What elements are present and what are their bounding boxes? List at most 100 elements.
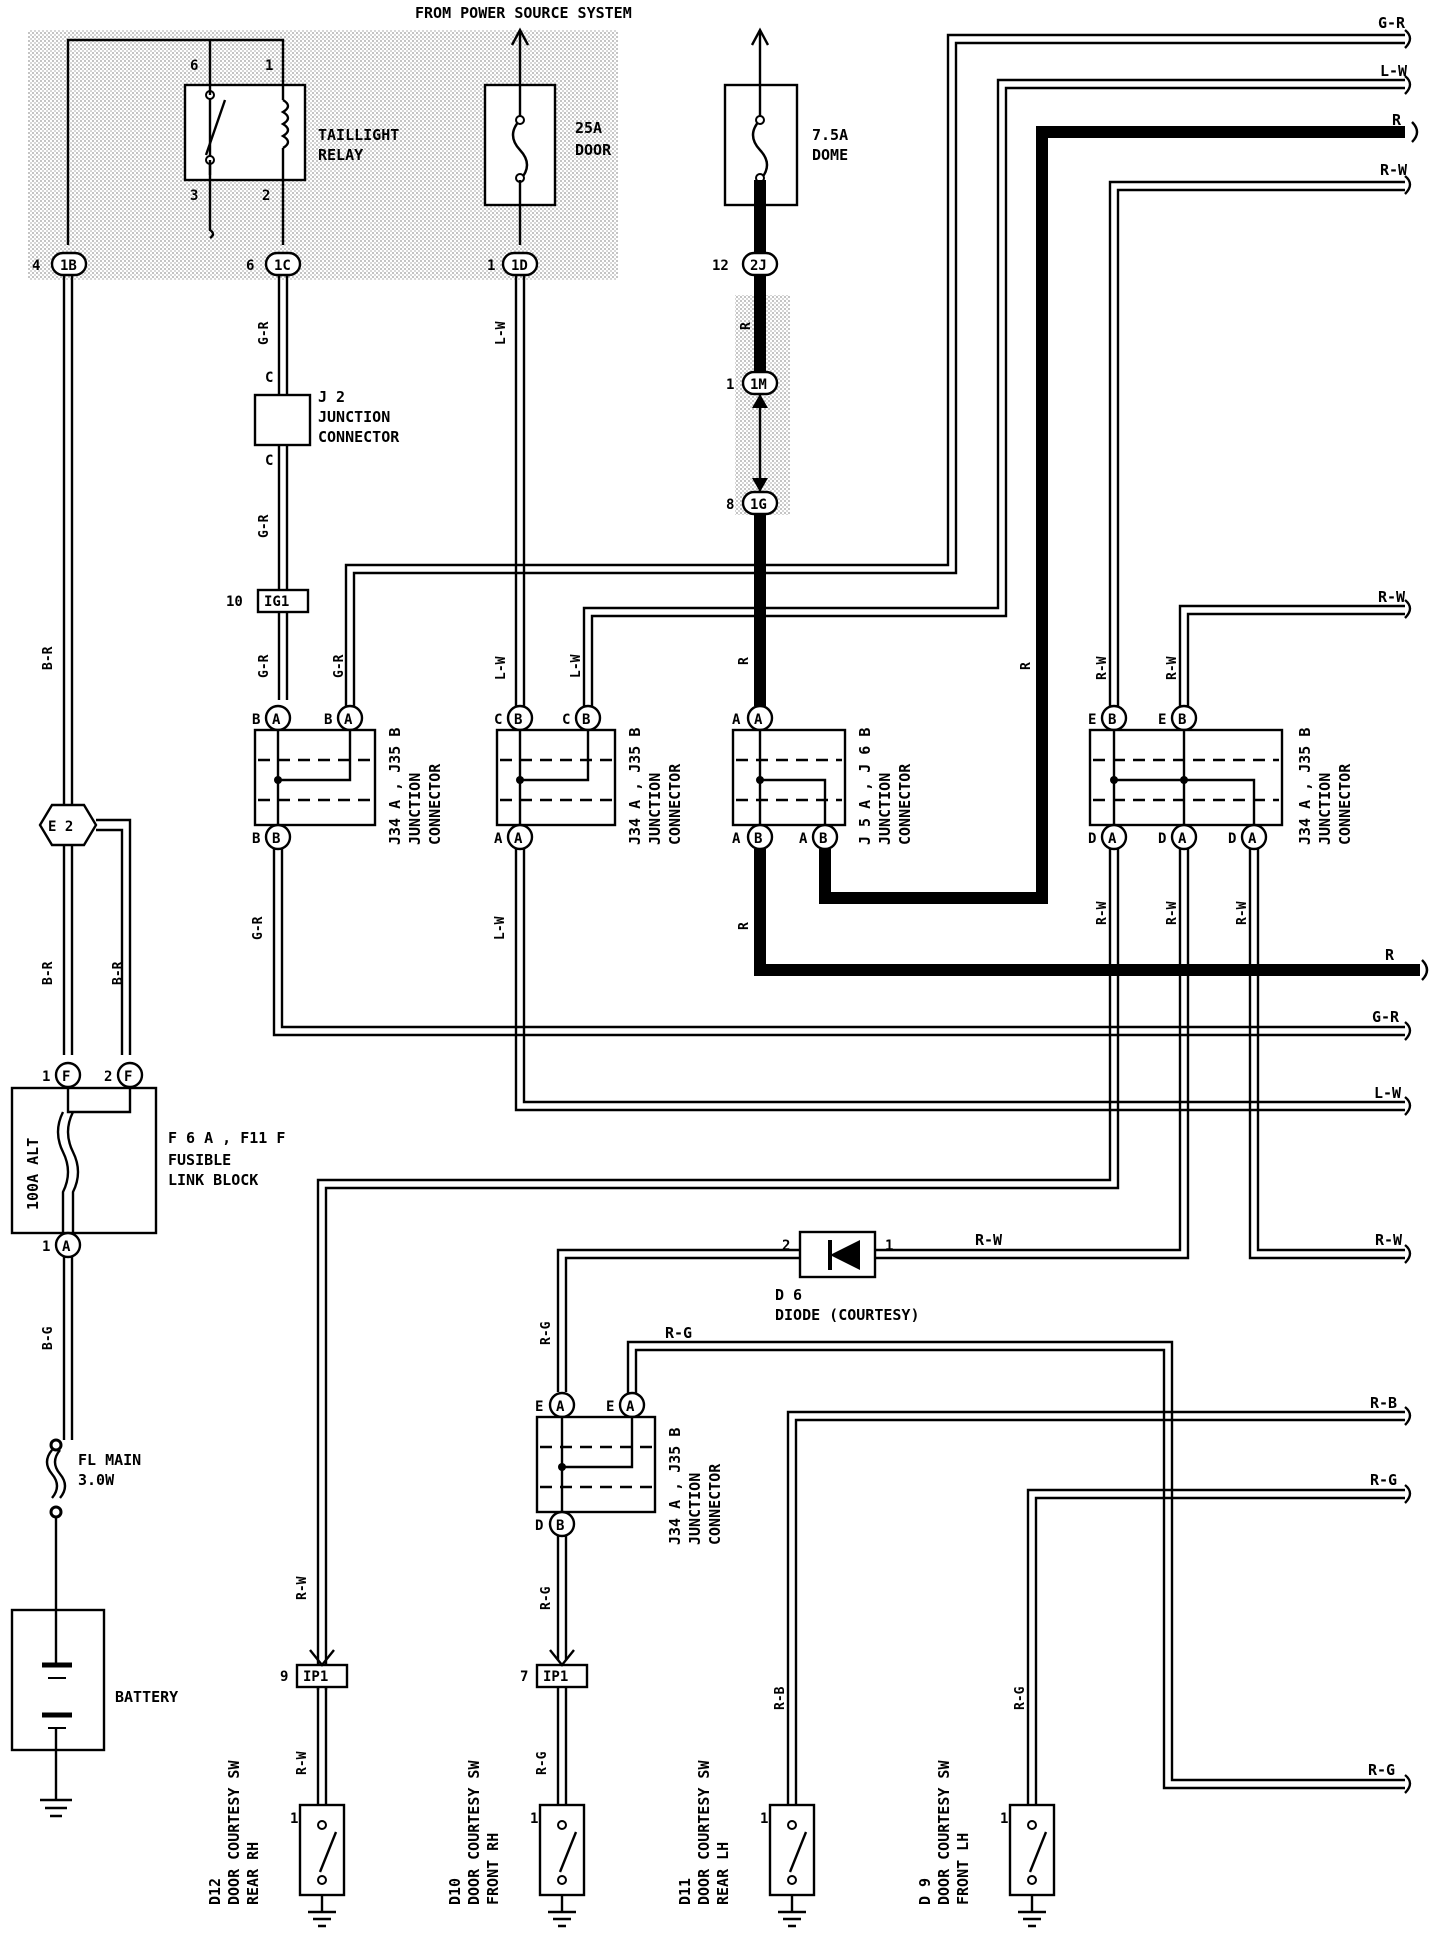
wire-ig1-to-jc1 [277, 612, 289, 700]
svg-text:G-R: G-R [1378, 14, 1406, 32]
svg-text:D: D [1158, 831, 1166, 847]
svg-text:B: B [819, 831, 827, 847]
junction-connector-2: B C B C A A J34 A , J35 B JUNCTION CONNE… [494, 704, 684, 851]
svg-text:A: A [626, 1399, 635, 1415]
switch-pin: 1 [290, 1811, 298, 1827]
svg-text:G-R: G-R [1372, 1008, 1400, 1026]
svg-text:6: 6 [246, 258, 254, 274]
svg-text:C: C [494, 712, 502, 728]
svg-text:J34 A , J35 B: J34 A , J35 B [1296, 728, 1314, 845]
wire-r-w-mid-right [1178, 604, 1405, 706]
switch-label: D12 [206, 1878, 224, 1905]
wire-r-w-to-d12 [316, 849, 1120, 1690]
switch-label: D10 [446, 1878, 464, 1905]
svg-text:A: A [556, 1399, 565, 1415]
switch-label: REAR LH [714, 1842, 732, 1905]
svg-text:R-W: R-W [1165, 901, 1180, 925]
svg-text:B: B [582, 712, 590, 728]
svg-text:G-R: G-R [332, 654, 347, 678]
wire-r-w-top-right [1108, 180, 1405, 706]
svg-text:E 2: E 2 [48, 819, 73, 835]
relay-name-2: RELAY [318, 146, 363, 164]
wire-r-bottom-right [754, 849, 1420, 976]
switch-label: DOOR COURTESY SW [225, 1760, 243, 1905]
fuse-dome-rating: 7.5A [812, 126, 848, 144]
j2-name: J 2 [318, 388, 345, 406]
svg-text:12: 12 [712, 258, 729, 274]
svg-text:1D: 1D [511, 258, 528, 274]
svg-text:C: C [265, 370, 273, 386]
connector-1c: 1C 6 [246, 251, 302, 277]
svg-text:D: D [535, 1518, 543, 1534]
relay-name: TAILLIGHT [318, 126, 399, 144]
svg-text:A: A [494, 831, 503, 847]
fusible-code: F 6 A , F11 F [168, 1129, 285, 1147]
svg-text:1B: 1B [60, 258, 77, 274]
switch-label: D11 [676, 1878, 694, 1905]
svg-text:2: 2 [104, 1069, 112, 1085]
svg-text:JUNCTION: JUNCTION [876, 773, 894, 845]
svg-text:9: 9 [280, 1669, 288, 1685]
wire-g-r-top-right [344, 33, 1405, 706]
connector-ig1: IG1 10 [226, 588, 310, 614]
svg-text:CONNECTOR: CONNECTOR [706, 1463, 724, 1545]
fusible-link-block: F 1 F 2 100A ALT A 1 F 6 A , F11 F FUSIB… [10, 1061, 285, 1259]
wire-l-w-bottom-right [514, 849, 1405, 1112]
svg-text:2J: 2J [750, 258, 767, 274]
svg-text:1: 1 [885, 1238, 893, 1254]
diode-d6: 2 1 D 6 DIODE (COURTESY) [775, 1230, 920, 1324]
svg-text:J34 A , J35 B: J34 A , J35 B [626, 728, 644, 845]
svg-text:J 5 A , J 6 B: J 5 A , J 6 B [856, 728, 874, 845]
svg-text:10: 10 [226, 594, 243, 610]
connector-1g: 1G 8 [726, 490, 779, 516]
connector-1d: 1D 1 [487, 251, 539, 277]
switch-label: FRONT RH [484, 1833, 502, 1905]
svg-text:R-G: R-G [1368, 1761, 1395, 1779]
connector-e2: E 2 [38, 803, 98, 847]
svg-text:B: B [556, 1518, 564, 1534]
svg-text:B-R: B-R [111, 961, 126, 985]
svg-text:R: R [737, 922, 752, 930]
svg-text:B-R: B-R [41, 646, 56, 670]
wire-r-w-bottom-right [1248, 849, 1405, 1260]
svg-text:R-W: R-W [1095, 901, 1110, 925]
svg-text:A: A [799, 831, 808, 847]
svg-text:B: B [754, 831, 762, 847]
wire-r-g-d9 [1026, 1488, 1405, 1805]
svg-text:D: D [1228, 831, 1236, 847]
svg-text:L-W: L-W [494, 321, 509, 345]
wire-ip1-d12 [316, 1687, 328, 1805]
svg-text:L-W: L-W [569, 654, 584, 678]
switch-pin: 1 [530, 1811, 538, 1827]
svg-text:E: E [606, 1399, 614, 1415]
fuse-dome: 7.5A DOME [723, 27, 848, 255]
wire-g-r-bottom-right [272, 849, 1405, 1037]
svg-text:IP1: IP1 [543, 1669, 568, 1685]
wire-r-g-to-right [626, 1340, 1405, 1790]
svg-text:1C: 1C [274, 258, 291, 274]
svg-text:J34 A , J35 B: J34 A , J35 B [386, 728, 404, 845]
switch-label: DOOR COURTESY SW [935, 1760, 953, 1905]
svg-text:A: A [732, 831, 741, 847]
wire-r-g-diode-to-jc5 [556, 1248, 800, 1392]
svg-text:100A ALT: 100A ALT [24, 1138, 42, 1210]
wire-ip1-d10 [556, 1687, 568, 1805]
relay-pin-6: 6 [190, 58, 198, 74]
switch-label: REAR RH [244, 1842, 262, 1905]
svg-text:E: E [535, 1399, 543, 1415]
svg-text:1M: 1M [750, 377, 767, 393]
svg-text:8: 8 [726, 497, 734, 513]
svg-text:B: B [324, 712, 332, 728]
svg-text:B: B [252, 831, 260, 847]
svg-text:R-W: R-W [1165, 656, 1180, 680]
svg-text:C: C [265, 453, 273, 469]
svg-text:B: B [1178, 712, 1186, 728]
wire-r-g-to-ip1 [556, 1536, 568, 1660]
svg-text:R-W: R-W [1380, 161, 1408, 179]
wire-g-r-column: G-R C C G-R J 2 JUNCTION CONNECTOR [253, 275, 400, 590]
switch-label: DOOR COURTESY SW [695, 1760, 713, 1905]
svg-text:2: 2 [782, 1238, 790, 1254]
svg-text:CONNECTOR: CONNECTOR [426, 763, 444, 845]
svg-text:A: A [1178, 831, 1187, 847]
